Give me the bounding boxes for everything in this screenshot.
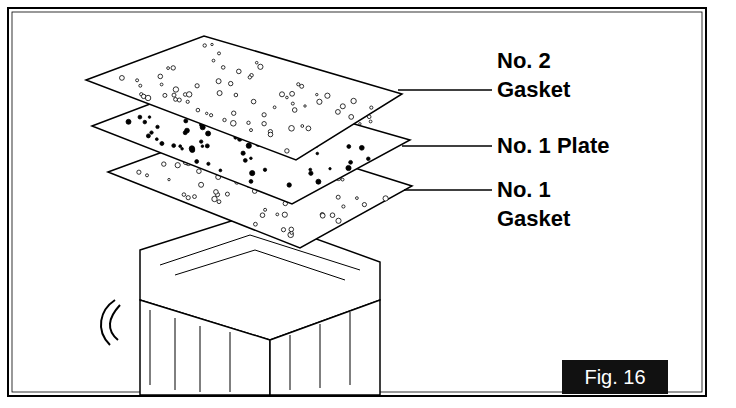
valve-body	[101, 215, 380, 395]
part-label: No. 1 Gasket	[495, 175, 611, 233]
figure-number-box: Fig. 16	[562, 360, 668, 394]
part-label: No. 1 Plate	[495, 131, 611, 160]
plate-outline	[86, 36, 402, 160]
leader-line	[398, 89, 492, 91]
leader-line	[404, 189, 492, 191]
part-label: No. 2 Gasket	[495, 46, 611, 104]
leader-line	[402, 145, 492, 147]
plate-stack	[86, 36, 412, 248]
plate-holes	[120, 43, 373, 153]
figure-frame	[8, 8, 706, 396]
figure-number: Fig. 16	[584, 366, 645, 389]
